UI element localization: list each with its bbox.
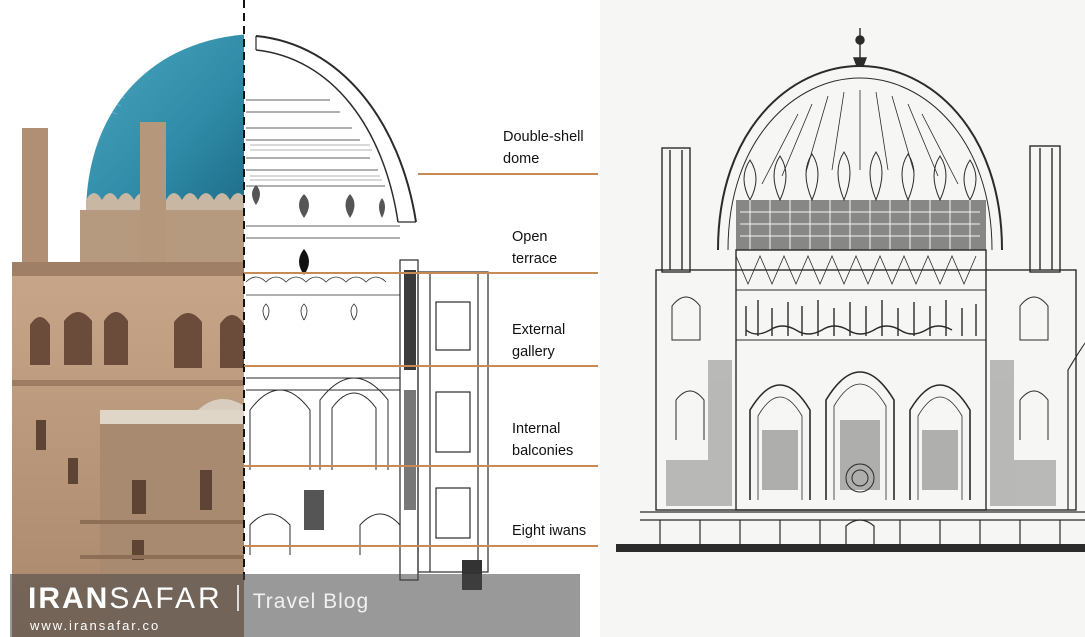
elevation-engraving bbox=[616, 28, 1085, 552]
brand-title: IRANSAFAR Travel Blog bbox=[28, 582, 369, 616]
section-illustration bbox=[0, 0, 598, 637]
brand-watermark: IRANSAFAR Travel Blog www.iransafar.co bbox=[10, 574, 580, 637]
leader-lines bbox=[244, 173, 598, 547]
building-photo bbox=[0, 0, 244, 637]
brand-tagline: Travel Blog bbox=[252, 590, 370, 613]
elevation-engraving-panel bbox=[600, 0, 1085, 637]
brand-url: www.iransafar.co bbox=[30, 618, 161, 633]
brand-name-light: SAFAR bbox=[109, 582, 223, 615]
section-drawing bbox=[244, 0, 504, 637]
brand-separator bbox=[236, 585, 239, 611]
label-eight-iwans: Eight iwans bbox=[512, 523, 587, 539]
brand-name-bold: IRAN bbox=[28, 582, 110, 615]
